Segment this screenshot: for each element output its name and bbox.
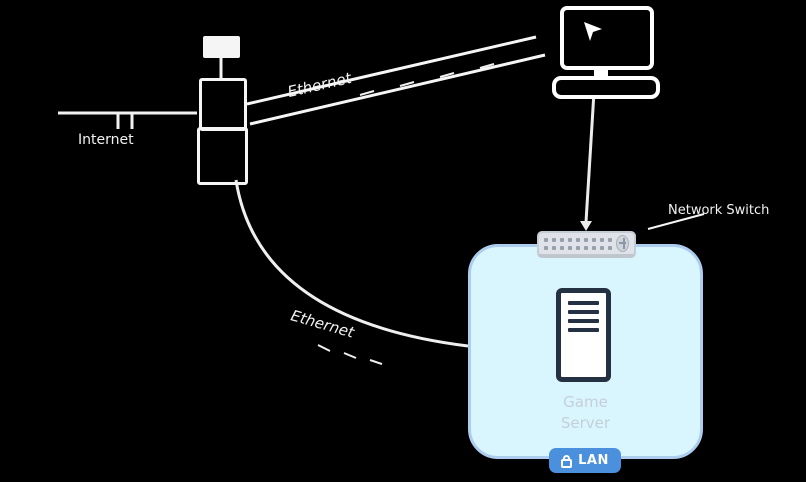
switch-ports <box>544 237 612 250</box>
internet-label: Internet <box>78 132 134 148</box>
router-base-unit <box>197 127 248 185</box>
cursor-icon <box>584 22 602 41</box>
cable-top-label: Ethernet <box>285 68 354 102</box>
cable-curve-line <box>234 179 469 348</box>
router-unit <box>199 78 247 131</box>
cable-hatch <box>359 63 495 96</box>
server-caption-line1: Game <box>563 393 608 411</box>
server-caption-line2: Server <box>560 414 611 432</box>
cable-curve-label: Ethernet <box>288 306 357 342</box>
lan-badge: LAN <box>549 448 621 473</box>
wall-ticks <box>116 113 134 129</box>
modem-unit <box>203 36 240 58</box>
curve-hatch <box>317 344 383 365</box>
server-icon <box>556 288 611 382</box>
pc-to-switch-line <box>584 91 596 223</box>
monitor-stand-base <box>552 76 660 99</box>
server-caption: Game Server <box>468 392 703 434</box>
computer-monitor <box>560 6 654 70</box>
lan-badge-label: LAN <box>578 453 609 468</box>
lock-icon <box>561 454 573 468</box>
network-switch <box>537 231 636 258</box>
monitor-stand-neck <box>594 68 608 76</box>
arrowhead <box>580 221 592 231</box>
screw-icon <box>616 235 629 252</box>
switch-label: Network Switch <box>668 203 770 218</box>
